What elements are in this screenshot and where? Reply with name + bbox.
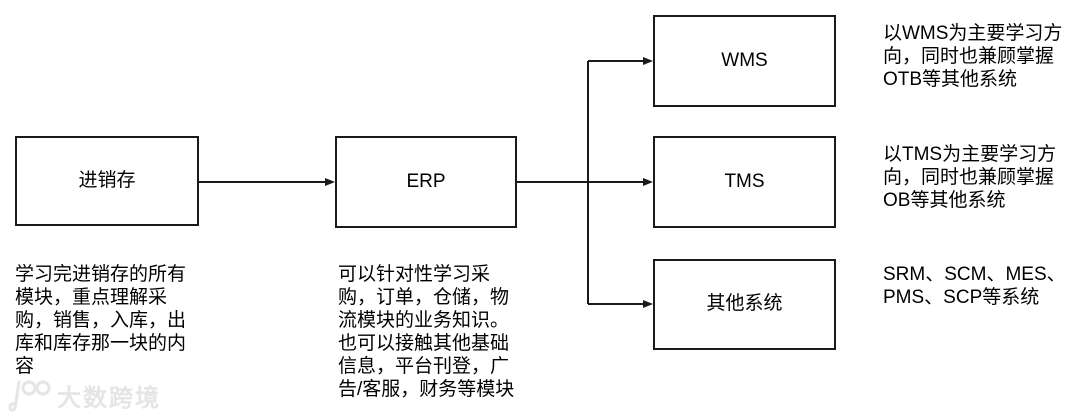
brand-logo-icon xyxy=(8,380,51,412)
node-tms: TMS xyxy=(653,136,836,228)
node-wms: WMS xyxy=(653,15,836,107)
node-erp: ERP xyxy=(335,136,517,228)
annotation-other-systems: SRM、SCM、MES、 PMS、SCP等系统 xyxy=(883,264,1066,308)
watermark: 大数跨境 xyxy=(5,376,161,414)
node-label: 其他系统 xyxy=(706,293,783,315)
annotation-erp: 可以针对性学习采 购，订单，仓储，物 流模块的业务知识。 也可以接触其他基础 信… xyxy=(338,264,515,400)
watermark-brand-text: 大数跨境 xyxy=(57,384,161,412)
annotation-wms: 以WMS为主要学习方 向，同时也兼顾掌握 OTB等其他系统 xyxy=(883,23,1063,90)
node-label: WMS xyxy=(721,49,768,71)
annotation-tms: 以TMS为主要学习方 向，同时也兼顾掌握 OB等其他系统 xyxy=(883,144,1057,211)
node-label: ERP xyxy=(406,170,446,192)
node-label: TMS xyxy=(724,170,765,192)
node-other-systems: 其他系统 xyxy=(653,259,836,350)
node-label: 进销存 xyxy=(78,169,136,191)
node-jinxiaocun: 进销存 xyxy=(15,136,199,226)
annotation-jinxiaocun: 学习完进销存的所有 模块，重点理解采 购，销售，入库，出 库和库存那一块的内 容 xyxy=(15,264,187,377)
